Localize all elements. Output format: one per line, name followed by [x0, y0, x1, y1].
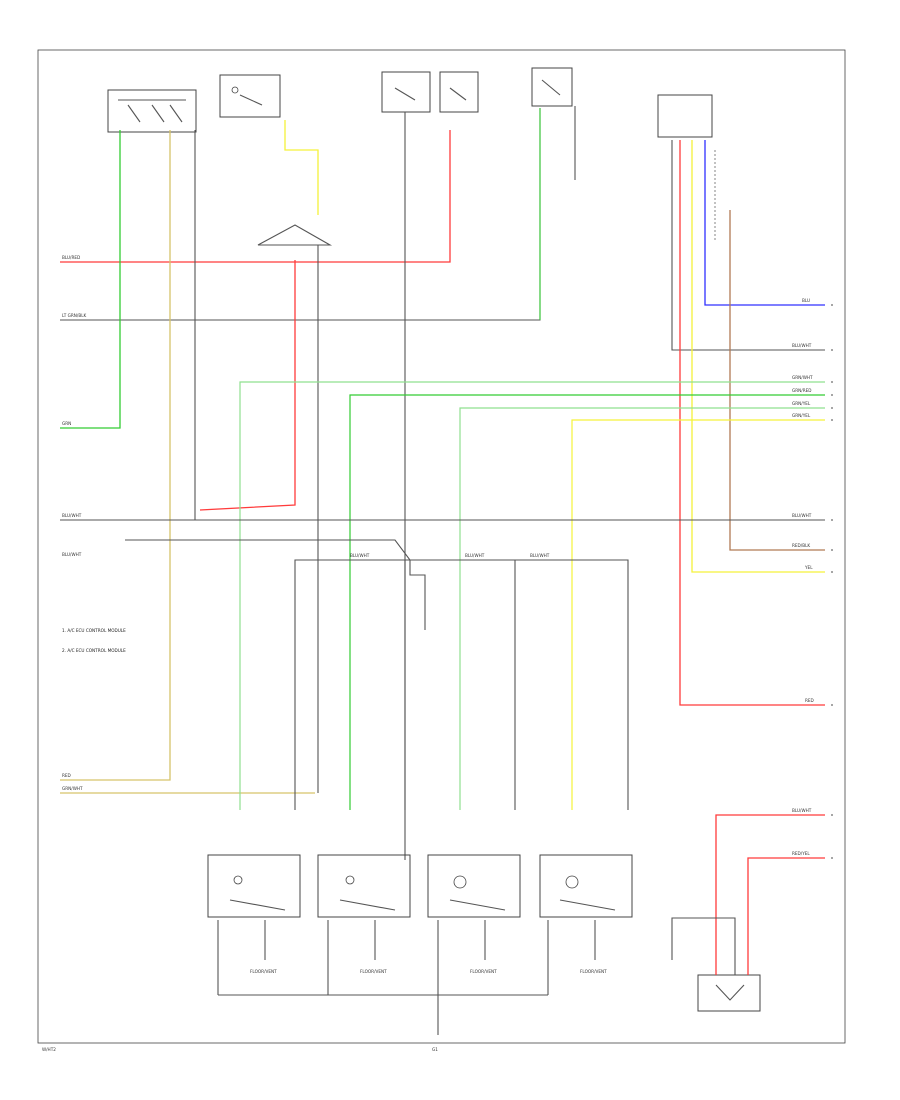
wire-green-bus-1 [239, 381, 825, 810]
wire-gray-mid [60, 108, 541, 321]
right-wire-label-4: GRN/RED [792, 388, 811, 393]
component-ac-switch [107, 89, 197, 133]
wire-red-diode [199, 260, 296, 511]
actuator-1 [207, 854, 301, 918]
left-wire-label-2: LT GRN/BLK [62, 313, 87, 318]
wire-yellow-bus [571, 419, 825, 810]
wire-red-sensor-1 [715, 814, 825, 975]
note-1: 1. A/C ECU CONTROL MODULE [62, 628, 126, 633]
right-wire-label-12: RED/YEL [792, 851, 810, 856]
wire-red-top [60, 130, 451, 263]
bus-label-2: BLU/WHT [465, 553, 485, 558]
component-clutch-switch [531, 67, 573, 107]
left-wire-label-4: BLU/WHT [62, 513, 82, 518]
wire-yellow-relay [284, 120, 319, 215]
actuator-3 [427, 854, 521, 918]
left-wire-label-7: GRN/WHT [62, 786, 83, 791]
mode-door-label-2: FLOOR/VENT [360, 969, 387, 974]
wire-green-bus-3 [459, 407, 825, 810]
right-wire-label-6: GRN/YEL [792, 413, 811, 418]
component-relay-1 [219, 74, 281, 118]
component-temp-sensor [697, 974, 761, 1012]
right-wire-label-9: YEL [804, 565, 813, 570]
right-wire-label-10: RED [805, 698, 814, 703]
bus-label-1: BLU/WHT [350, 553, 370, 558]
ground-label: G1 [432, 1047, 438, 1052]
right-wire-label-2: BLU/WHT [792, 343, 812, 348]
left-wire-label-1: BLU/RED [62, 255, 80, 260]
bus-label-3: BLU/WHT [530, 553, 550, 558]
diagram-frame [37, 49, 846, 1044]
wire-green-bus-2 [349, 394, 825, 810]
component-diode-sensor [257, 224, 333, 246]
mode-door-label-1: FLOOR/VENT [250, 969, 277, 974]
left-wire-label-5: BLU/WHT [62, 552, 82, 557]
component-relay-2 [381, 71, 479, 113]
right-connector-ticks [831, 304, 833, 859]
actuator-2 [317, 854, 411, 918]
right-wire-label-3: GRN/WHT [792, 375, 813, 380]
wire-yellow-right [691, 140, 825, 573]
right-wire-label-7: BLU/WHT [792, 513, 812, 518]
wire-blue [704, 140, 825, 306]
bottom-left-code: W/HT2 [42, 1047, 56, 1052]
wire-red-sensor-2 [747, 857, 825, 975]
wire-green-left [60, 130, 121, 429]
left-wire-label-6: RED [62, 773, 71, 778]
mode-door-label-3: FLOOR/VENT [470, 969, 497, 974]
right-wire-label-1: BLU [802, 298, 810, 303]
right-wire-label-11: BLU/WHT [792, 808, 812, 813]
right-wire-label-8: RED/BLK [792, 543, 810, 548]
wire-tan-left [60, 130, 171, 781]
left-wire-label-3: GRN [62, 421, 71, 426]
wire-brown-right [729, 210, 825, 551]
right-wire-label-5: GRN/YEL [792, 401, 811, 406]
actuator-4 [539, 854, 633, 918]
component-ecu-module [657, 94, 713, 138]
note-2: 2. A/C ECU CONTROL MODULE [62, 648, 126, 653]
mode-door-label-4: FLOOR/VENT [580, 969, 607, 974]
wire-red-right [679, 140, 825, 706]
